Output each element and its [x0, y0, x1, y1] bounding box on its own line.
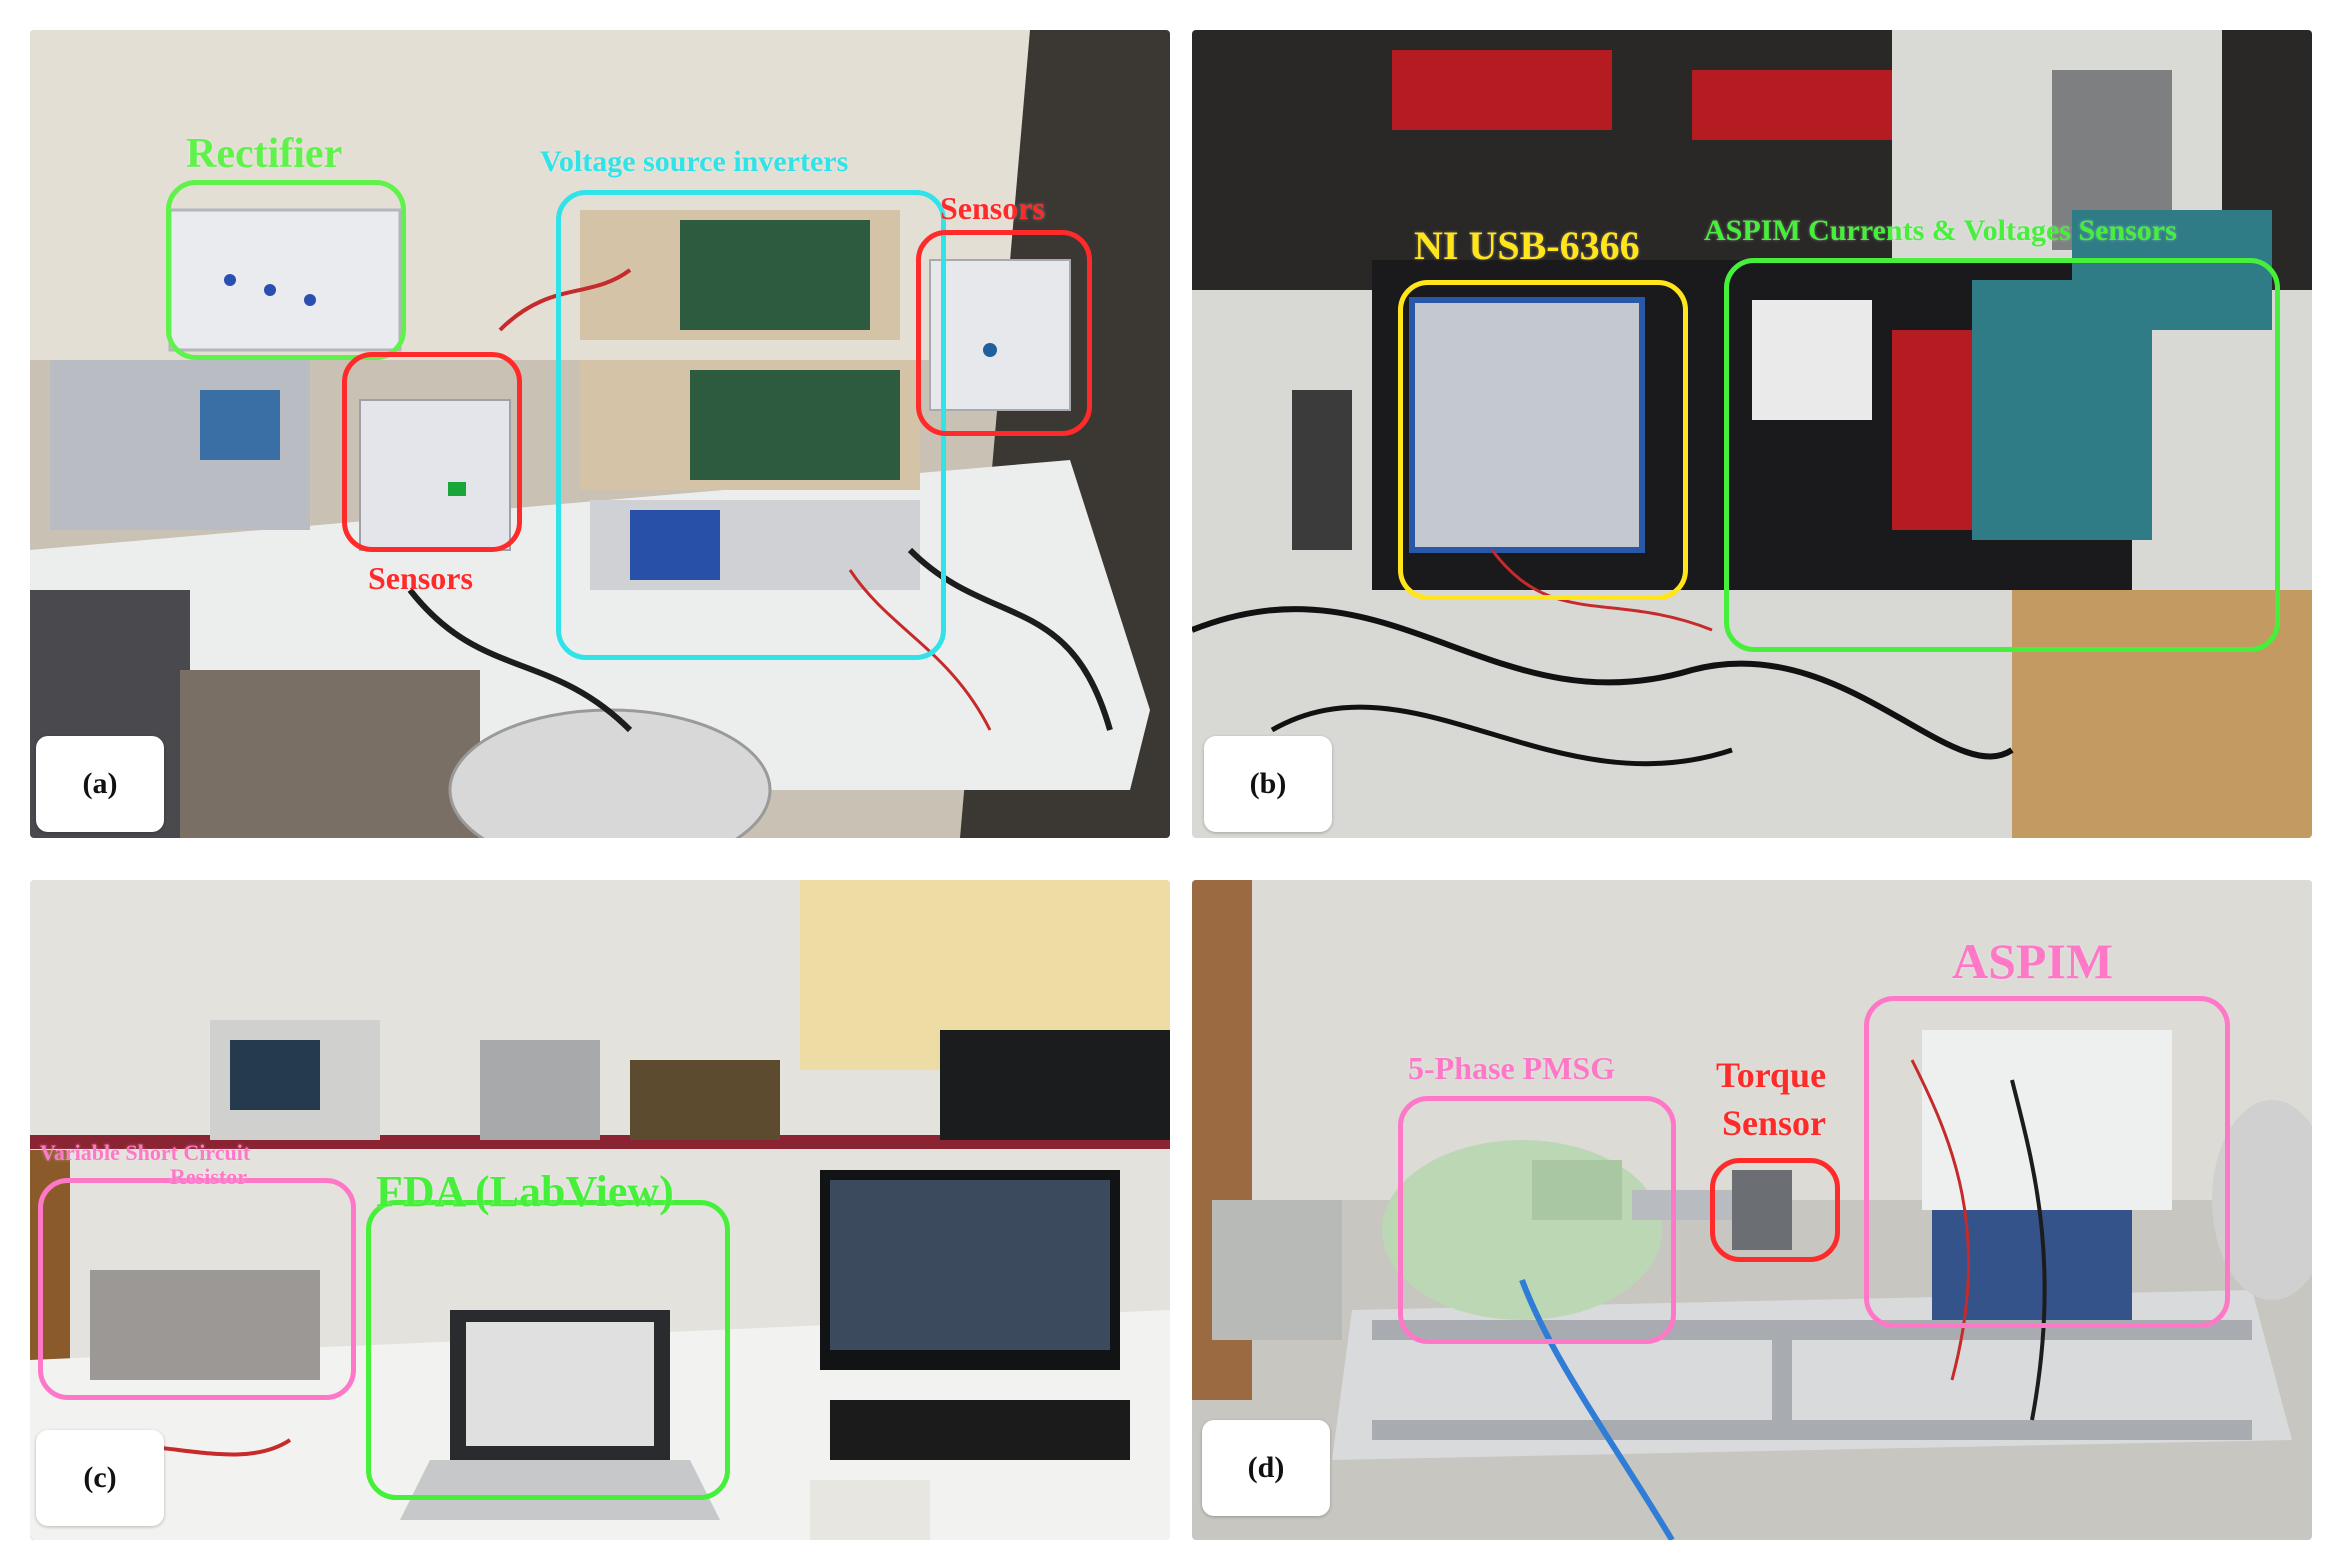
torque-sensor-highlight-box [1710, 1158, 1840, 1262]
label-rectifier: Rectifier [186, 131, 343, 177]
inverters-highlight-box [556, 190, 946, 660]
ni-usb-highlight-box [1398, 280, 1688, 600]
photo-panel-a: Rectifier Voltage source inverters Senso… [30, 30, 1170, 838]
label-aspim-currents-voltages-sensors: ASPIM Currents & Voltages Sensors [1704, 214, 2177, 247]
label-voltage-source-inverters: Voltage source inverters [540, 145, 849, 178]
aspim-sensors-highlight-box [1724, 258, 2280, 652]
label-aspim: ASPIM [1952, 933, 2114, 989]
motor-generator-photo-d [1192, 880, 2312, 1540]
label-resistor: Resistor [170, 1164, 247, 1189]
panel-tag-c: (c) [36, 1430, 164, 1526]
panel-tag-a: (a) [36, 736, 164, 832]
aspim-highlight-box [1864, 996, 2230, 1328]
panel-tag-b: (b) [1204, 736, 1332, 832]
label-ni-usb-6366: NI USB-6366 [1414, 223, 1640, 268]
label-torque: Torque [1716, 1055, 1827, 1095]
label-5-phase-pmsg: 5-Phase PMSG [1408, 1050, 1616, 1086]
label-sensors-left: Sensors [368, 560, 473, 596]
photo-panel-c: Variable Short Circuit Resistor FDA (Lab… [30, 880, 1170, 1540]
panel-tag-d: (d) [1202, 1420, 1330, 1516]
photo-panel-b: NI USB-6366 ASPIM Currents & Voltages Se… [1192, 30, 2312, 838]
rectifier-highlight-box [166, 180, 406, 360]
photo-panel-d: 5-Phase PMSG Torque Sensor ASPIM (d) [1192, 880, 2312, 1540]
pmsg-highlight-box [1398, 1096, 1676, 1344]
sensors-left-highlight-box [342, 352, 522, 552]
label-sensors-right: Sensors [940, 190, 1045, 226]
fda-labview-highlight-box [366, 1200, 730, 1500]
label-sensor: Sensor [1722, 1103, 1827, 1143]
label-variable-short-circuit: Variable Short Circuit [40, 1140, 251, 1165]
short-circuit-resistor-highlight-box [38, 1178, 356, 1400]
label-fda-labview: FDA (LabView) [376, 1167, 674, 1216]
daq-case-photo-b [1192, 30, 2312, 838]
sensors-right-highlight-box [916, 230, 1092, 436]
laptop-bench-photo-c [30, 880, 1170, 1540]
